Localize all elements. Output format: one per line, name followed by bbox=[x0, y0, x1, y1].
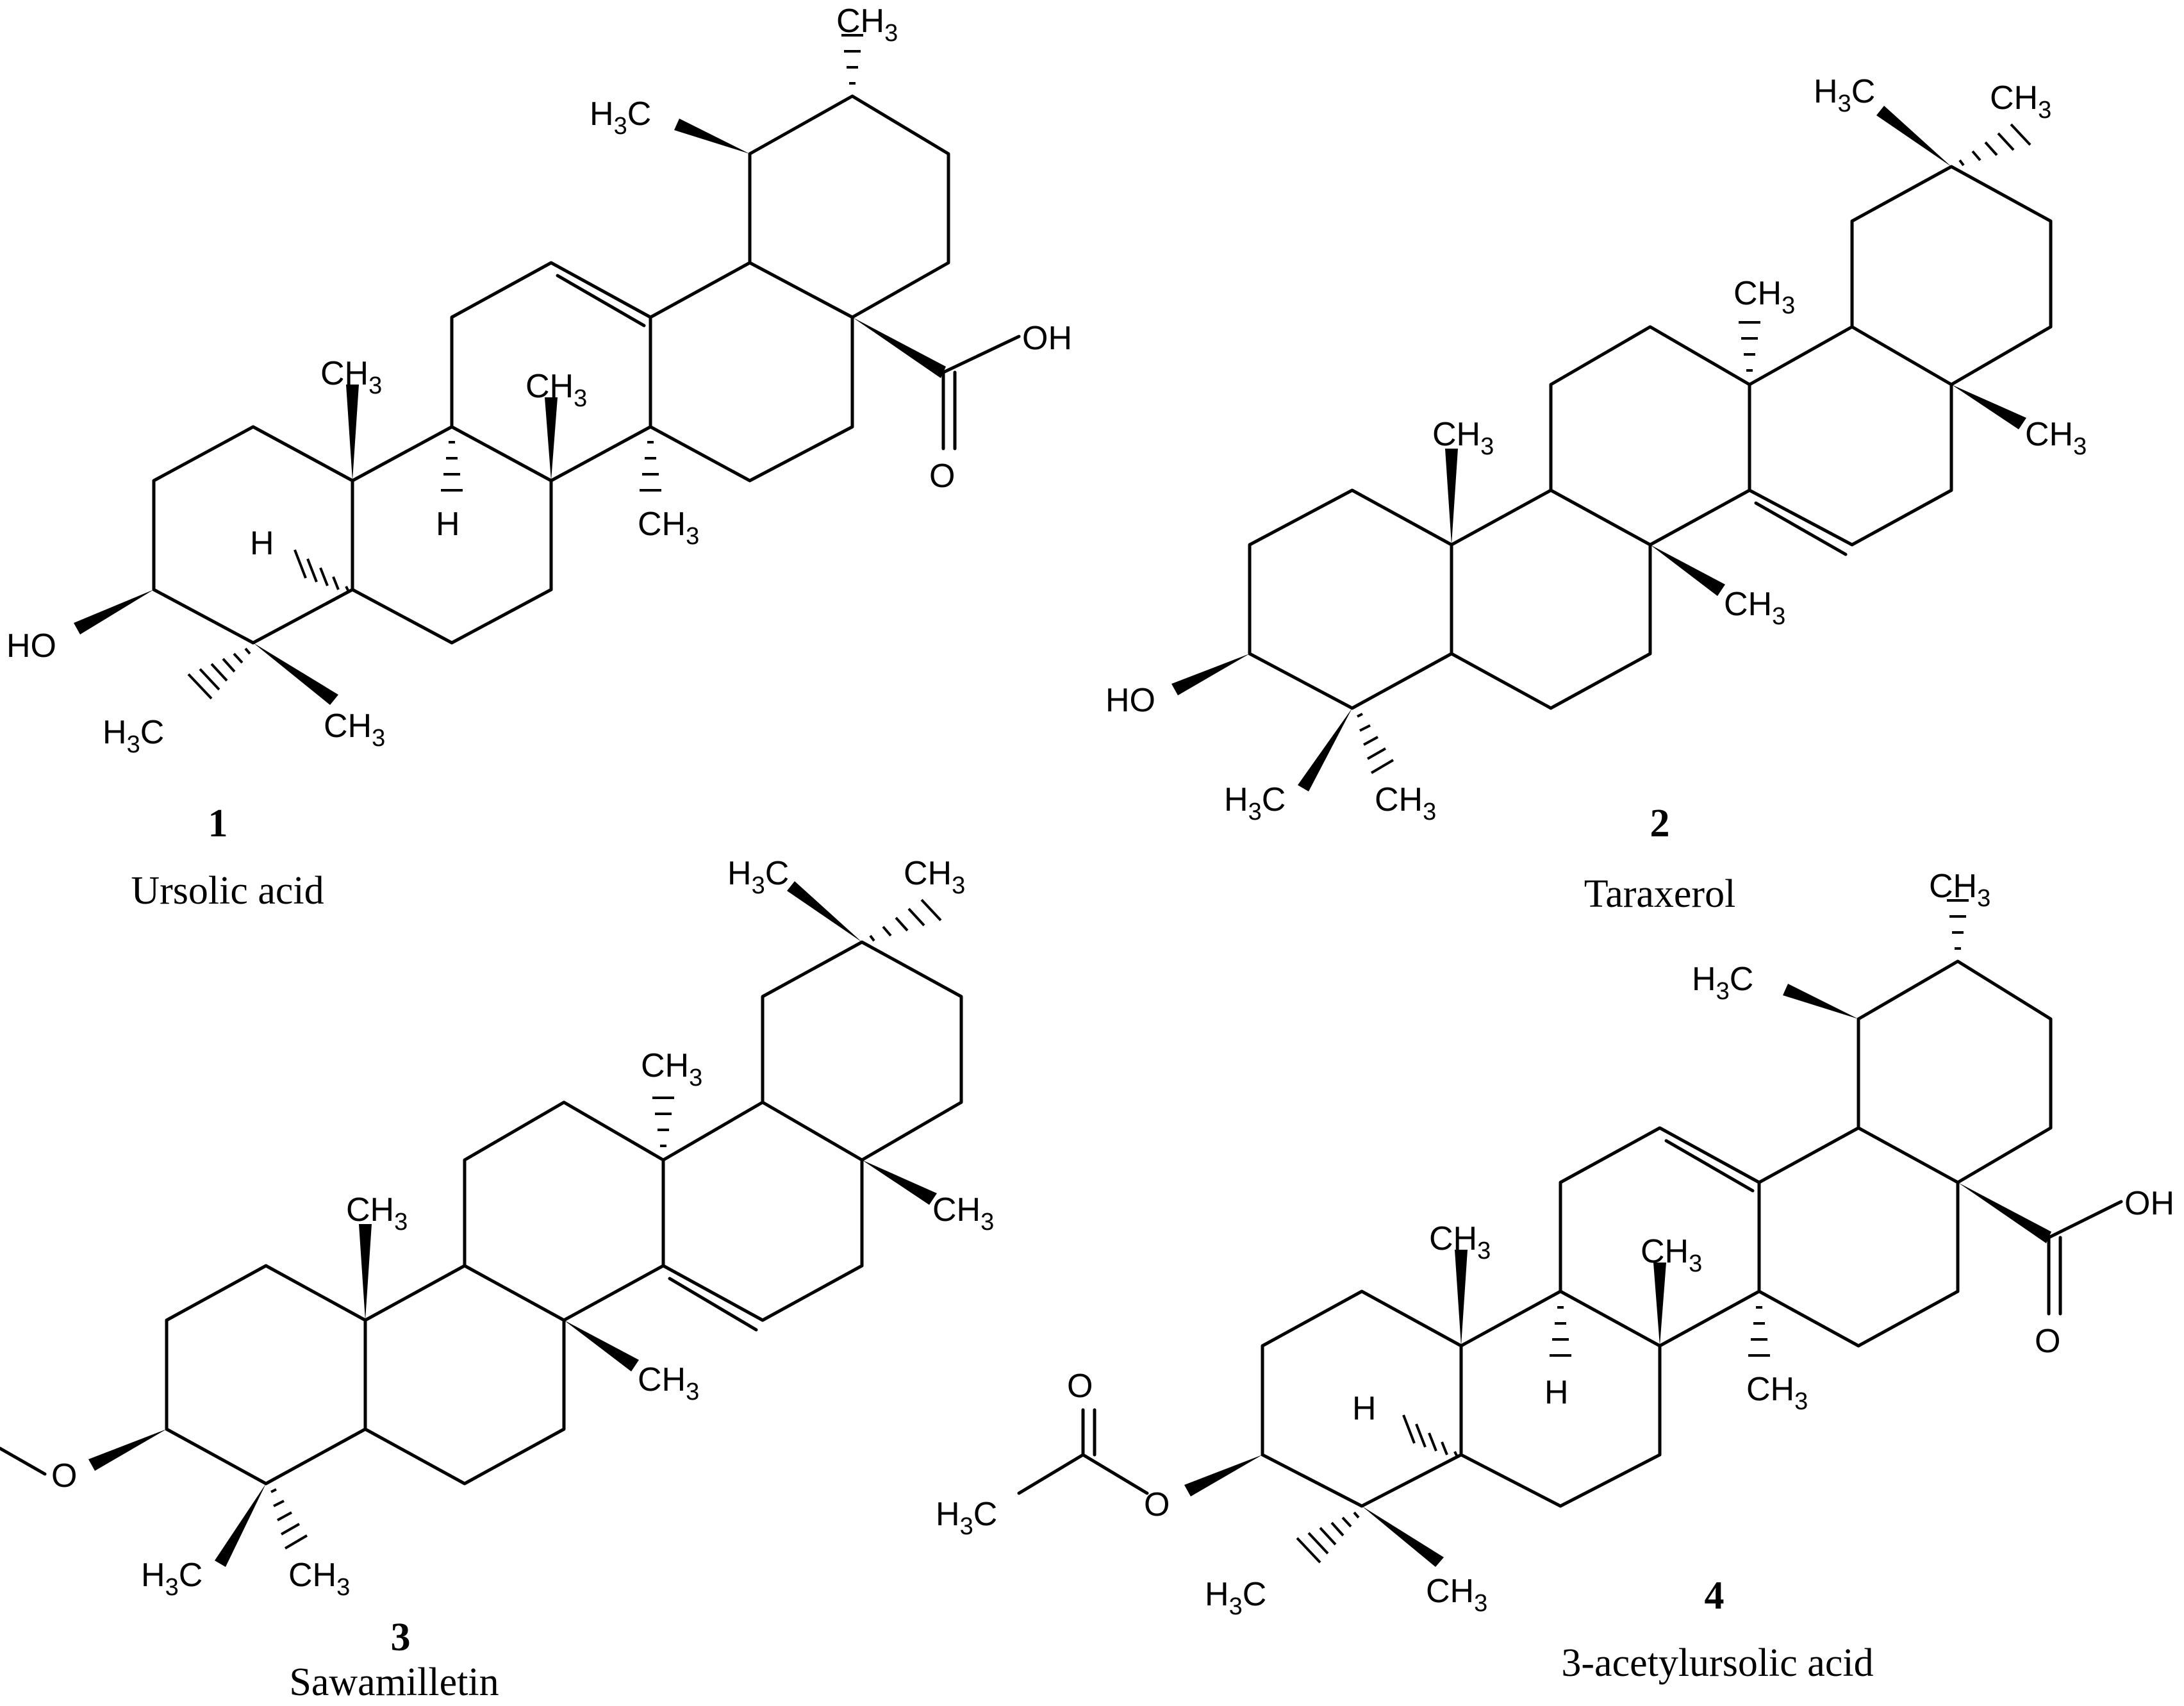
svg-text:OH: OH bbox=[1022, 320, 1072, 357]
svg-text:HO: HO bbox=[1105, 682, 1155, 719]
svg-text:CH3: CH3 bbox=[638, 506, 699, 550]
svg-text:3: 3 bbox=[391, 1616, 411, 1659]
compound-1-atom-labels: CH3 H3C OH O CH3 CH3 CH3 H H HO H3C CH3 bbox=[6, 3, 1072, 758]
compound-4-caption: 4 3-acetylursolic acid bbox=[1561, 1574, 1873, 1685]
svg-text:H: H bbox=[1352, 1390, 1377, 1427]
svg-text:Ursolic acid: Ursolic acid bbox=[131, 869, 324, 913]
compound-2-structure bbox=[1171, 106, 2053, 791]
compound-4-atom-labels: CH3 H3C OH O CH3 CH3 CH3 H H O O H3C H3C… bbox=[936, 868, 2174, 1620]
svg-text:CH3: CH3 bbox=[1426, 1573, 1487, 1617]
svg-text:Taraxerol: Taraxerol bbox=[1584, 872, 1736, 916]
svg-text:CH3: CH3 bbox=[836, 3, 898, 47]
compound-1-caption: 1 Ursolic acid bbox=[131, 802, 324, 913]
svg-text:HO: HO bbox=[6, 627, 56, 665]
svg-text:H: H bbox=[1544, 1374, 1569, 1411]
svg-text:CH3: CH3 bbox=[1429, 1220, 1491, 1264]
svg-text:2: 2 bbox=[1650, 802, 1670, 845]
svg-text:3-acetylursolic acid: 3-acetylursolic acid bbox=[1561, 1641, 1873, 1685]
svg-text:CH3: CH3 bbox=[1929, 868, 1990, 912]
svg-text:H3C: H3C bbox=[590, 95, 651, 140]
compound-3-atom-labels: H3C CH3 CH3 CH3 CH3 CH3 O H3C CH3 bbox=[51, 855, 994, 1601]
svg-text:CH3: CH3 bbox=[288, 1557, 350, 1601]
svg-text:H3C: H3C bbox=[1692, 961, 1753, 1005]
compound-2-caption: 2 Taraxerol bbox=[1584, 802, 1736, 916]
svg-text:H: H bbox=[436, 506, 460, 543]
svg-text:O: O bbox=[1144, 1486, 1170, 1523]
svg-text:H3C: H3C bbox=[1814, 73, 1875, 117]
svg-text:H3C: H3C bbox=[141, 1557, 203, 1601]
svg-text:4: 4 bbox=[1705, 1574, 1725, 1618]
svg-text:CH3: CH3 bbox=[346, 1191, 408, 1236]
svg-text:Sawamilletin: Sawamilletin bbox=[289, 1660, 499, 1704]
svg-text:H3C: H3C bbox=[1224, 781, 1286, 825]
svg-text:CH3: CH3 bbox=[324, 708, 385, 752]
svg-text:CH3: CH3 bbox=[638, 1361, 699, 1405]
svg-text:CH3: CH3 bbox=[2025, 416, 2087, 460]
compound-3-caption: 3 Sawamilletin bbox=[289, 1616, 499, 1704]
svg-text:CH3: CH3 bbox=[641, 1047, 702, 1091]
svg-text:CH3: CH3 bbox=[904, 855, 965, 899]
svg-text:CH3: CH3 bbox=[932, 1191, 994, 1236]
svg-text:H3C: H3C bbox=[936, 1496, 997, 1540]
svg-text:CH3: CH3 bbox=[320, 355, 382, 399]
svg-text:1: 1 bbox=[208, 802, 228, 845]
svg-text:CH3: CH3 bbox=[1733, 275, 1795, 319]
svg-text:CH3: CH3 bbox=[1375, 781, 1436, 825]
compound-2-atom-labels: H3C CH3 CH3 CH3 CH3 CH3 HO H3C CH3 bbox=[1105, 73, 2087, 825]
svg-text:H3C: H3C bbox=[1205, 1576, 1266, 1620]
svg-text:CH3: CH3 bbox=[1746, 1371, 1808, 1415]
svg-text:O: O bbox=[51, 1457, 77, 1495]
svg-text:H3C: H3C bbox=[103, 714, 164, 758]
compound-3-structure bbox=[0, 881, 963, 1567]
svg-text:CH3: CH3 bbox=[1990, 79, 2051, 124]
svg-text:CH3: CH3 bbox=[1641, 1233, 1702, 1277]
svg-text:CH3: CH3 bbox=[1724, 586, 1785, 630]
svg-text:O: O bbox=[2035, 1323, 2060, 1360]
svg-text:CH3: CH3 bbox=[525, 368, 587, 412]
svg-text:CH3: CH3 bbox=[1432, 416, 1494, 460]
svg-text:H3C: H3C bbox=[727, 855, 789, 899]
compound-1-structure bbox=[74, 34, 1021, 705]
svg-text:H: H bbox=[250, 525, 274, 562]
svg-text:O: O bbox=[929, 458, 955, 495]
compound-4-structure bbox=[1017, 899, 2123, 1567]
svg-text:OH: OH bbox=[2124, 1185, 2174, 1222]
svg-text:O: O bbox=[1067, 1368, 1093, 1405]
